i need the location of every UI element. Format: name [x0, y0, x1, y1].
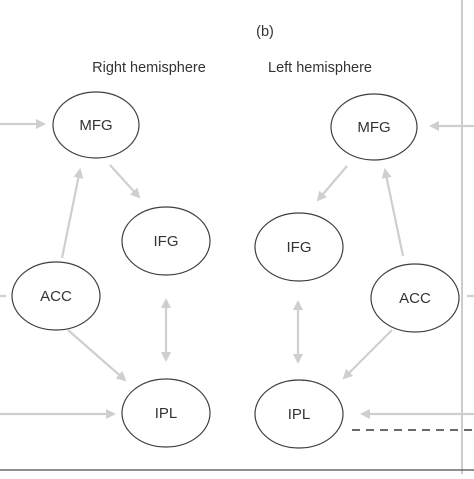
arrow-left-mfg-to-ifg	[316, 165, 348, 202]
node-left-mfg: MFG	[330, 93, 418, 161]
right-hemisphere-label: Right hemisphere	[92, 60, 206, 76]
node-left-acc-label: ACC	[399, 290, 431, 307]
node-right-ifg-label: IFG	[154, 233, 179, 250]
node-right-ifg: IFG	[121, 206, 211, 276]
arrow-right-acc-to-ipl	[67, 329, 127, 382]
arrow-right-mfg-to-ifg	[109, 164, 141, 199]
node-right-mfg-label: MFG	[79, 117, 112, 134]
arrow-left-acc-to-ipl	[342, 329, 393, 380]
node-right-acc: ACC	[11, 261, 101, 331]
node-left-ifg: IFG	[254, 212, 344, 282]
node-left-ipl: IPL	[254, 379, 344, 449]
node-right-ipl: IPL	[121, 378, 211, 448]
node-left-ifg-label: IFG	[287, 239, 312, 256]
left-hemisphere-label: Left hemisphere	[268, 60, 372, 76]
arrow-right-acc-to-mfg	[60, 168, 84, 259]
node-left-ipl-label: IPL	[288, 406, 311, 423]
panel-label: (b)	[256, 24, 274, 40]
node-right-ipl-label: IPL	[155, 405, 178, 422]
node-right-acc-label: ACC	[40, 288, 72, 305]
node-right-mfg: MFG	[52, 91, 140, 159]
node-left-mfg-label: MFG	[357, 119, 390, 136]
node-left-acc: ACC	[370, 263, 460, 333]
arrow-left-acc-to-mfg	[381, 168, 405, 257]
